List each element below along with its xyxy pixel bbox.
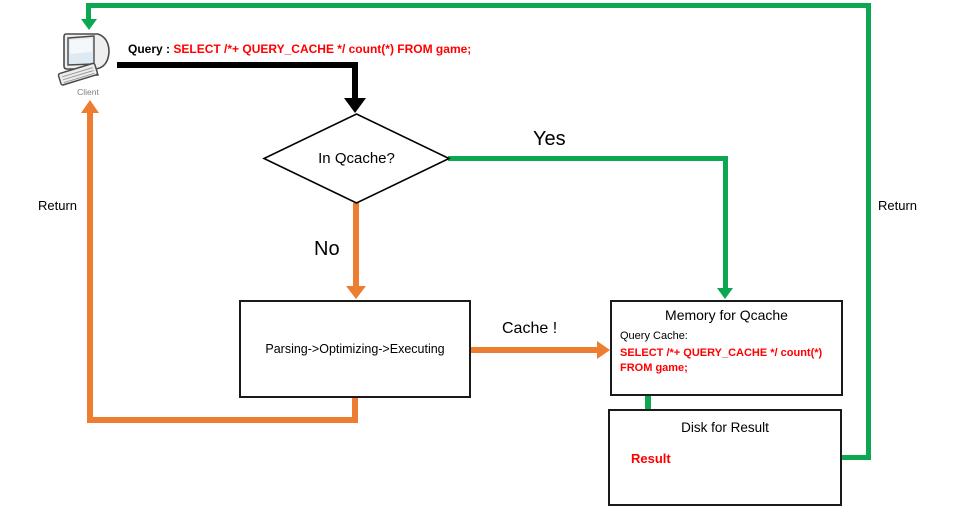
query-text-sql: SELECT /*+ QUERY_CACHE */ count(*) FROM …	[173, 42, 472, 56]
no-arrow-head	[346, 286, 366, 299]
decision-diamond: In Qcache?	[261, 112, 452, 205]
return-right-label: Return	[878, 198, 918, 213]
orange-return-line-left	[87, 112, 93, 423]
decision-label: In Qcache?	[318, 150, 395, 167]
client-computer-icon	[57, 33, 110, 86]
query-text-prefix: Query :	[128, 42, 174, 56]
cache-label: Cache !	[502, 320, 558, 337]
query-line-horizontal	[117, 62, 358, 68]
disk-box: Disk for Result Result	[608, 409, 842, 506]
memory-box-title: Memory for Qcache	[665, 307, 788, 323]
client-node: Client	[56, 30, 120, 98]
memory-box-sql-line2: FROM game;	[620, 362, 688, 374]
disk-box-result-label: Result	[631, 451, 671, 466]
yes-line-horizontal	[448, 156, 728, 161]
yes-label: Yes	[533, 128, 566, 150]
query-line-vertical	[352, 62, 358, 99]
memory-box-subtitle: Query Cache:	[620, 330, 688, 342]
parsing-return-line-down	[352, 398, 358, 423]
memory-box: Memory for Qcache Query Cache: SELECT /*…	[610, 300, 843, 396]
orange-arrow-to-client-head	[81, 100, 99, 113]
memory-box-sql-line1: SELECT /*+ QUERY_CACHE */ count(*)	[620, 347, 823, 359]
yes-line-vertical	[723, 156, 728, 289]
return-left-label: Return	[38, 198, 78, 213]
query-arrow-head	[344, 98, 366, 113]
no-line-vertical	[353, 203, 359, 287]
client-label: Client	[77, 87, 99, 97]
yes-arrow-head	[717, 288, 733, 299]
orange-return-line-bottom	[87, 417, 358, 423]
green-return-line-top	[86, 3, 871, 8]
green-return-line-right	[866, 3, 871, 460]
parsing-box: Parsing->Optimizing->Executing	[239, 300, 471, 398]
memory-to-disk-arrow-shaft	[645, 375, 651, 429]
disk-box-title: Disk for Result	[681, 420, 769, 435]
green-arrow-to-client-shaft	[86, 3, 91, 20]
diamond-shape	[262, 113, 451, 204]
no-label: No	[314, 238, 340, 260]
query-text: Query : SELECT /*+ QUERY_CACHE */ count(…	[128, 42, 471, 56]
cache-arrow-head	[597, 341, 610, 359]
cache-line-horizontal	[470, 347, 598, 353]
green-arrow-to-client-head	[81, 19, 97, 30]
parsing-box-label: Parsing->Optimizing->Executing	[265, 342, 445, 356]
